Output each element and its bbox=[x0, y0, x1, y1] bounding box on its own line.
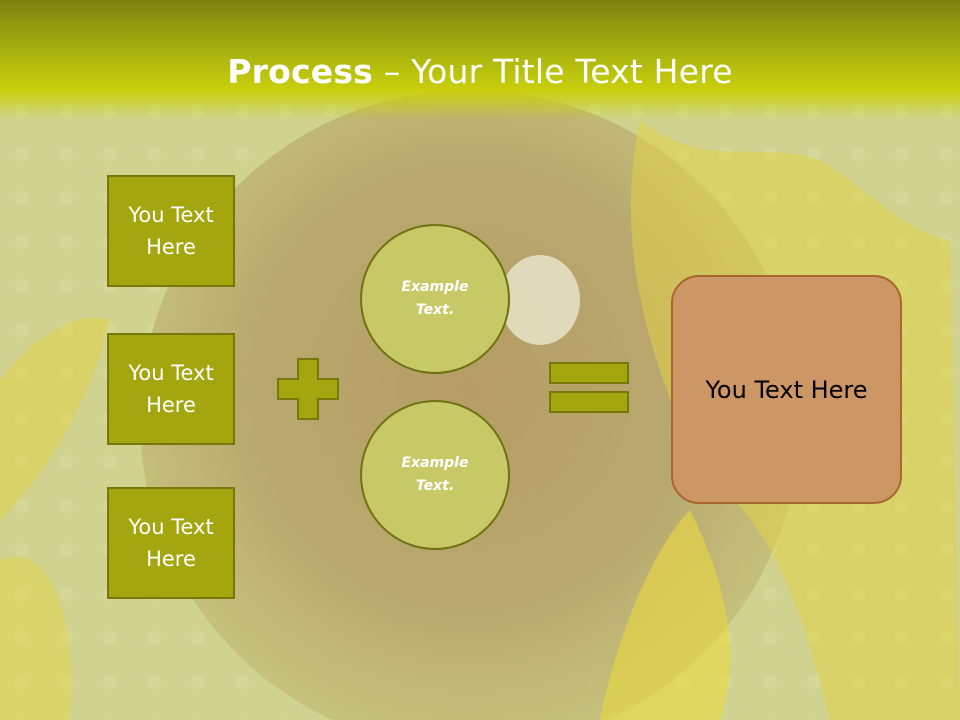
input-box-3[interactable]: You Text Here bbox=[107, 487, 235, 599]
example-circle-label: Example Text. bbox=[401, 455, 469, 494]
title-bold-text: Process bbox=[227, 52, 374, 91]
plus-sign-icon bbox=[277, 358, 339, 420]
title-rest-text: – Your Title Text Here bbox=[373, 52, 733, 91]
result-box[interactable]: You Text Here bbox=[671, 275, 902, 504]
input-box-label: You Text Here bbox=[128, 203, 214, 259]
input-box-2[interactable]: You Text Here bbox=[107, 333, 235, 445]
input-box-1[interactable]: You Text Here bbox=[107, 175, 235, 287]
slide-title: Process – Your Title Text Here bbox=[0, 52, 960, 91]
example-circle-label: Example Text. bbox=[401, 279, 469, 318]
example-circle-2[interactable]: Example Text. bbox=[360, 400, 510, 550]
input-box-label: You Text Here bbox=[128, 515, 214, 571]
title-band bbox=[0, 0, 960, 120]
result-box-label: You Text Here bbox=[705, 375, 868, 404]
example-circle-1[interactable]: Example Text. bbox=[360, 224, 510, 374]
equals-sign-icon bbox=[549, 362, 629, 413]
input-box-label: You Text Here bbox=[128, 361, 214, 417]
